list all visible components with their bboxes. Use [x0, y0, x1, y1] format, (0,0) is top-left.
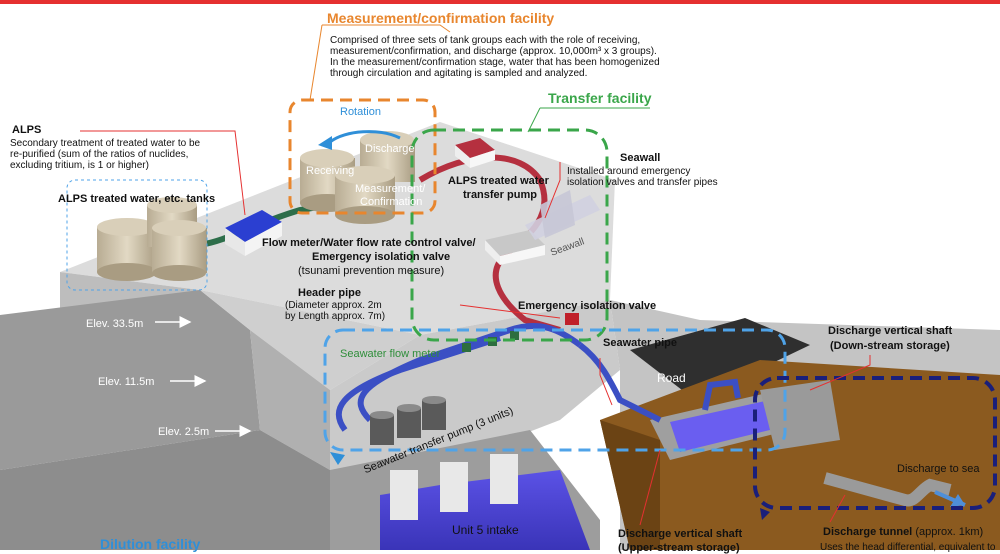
intake-water: [380, 470, 590, 550]
seawater-pipe-label: Seawater pipe: [603, 337, 677, 349]
seawater-flow-meter-label: Seawater flow meter: [340, 348, 441, 360]
transfer-callout-2: [527, 107, 541, 133]
emergency-valve-label: Emergency isolation valve: [518, 300, 657, 312]
alps-building: [225, 210, 282, 256]
tunnel-title: Discharge tunnel: [823, 526, 913, 538]
flowmeter-building: [485, 230, 545, 265]
channel-water: [670, 400, 778, 452]
measurement-callout-2: [309, 24, 323, 101]
intake-pillar-2: [440, 462, 468, 512]
receiving-tank-label: Receiving: [306, 165, 355, 177]
alps-desc-3: excluding tritium, is 1 or higher): [10, 160, 149, 171]
seawater-pipe-right: [702, 378, 741, 411]
elev-33-5: Elev. 33.5m: [86, 318, 144, 330]
dilution-pointer: [330, 452, 345, 465]
measurement-tanks: [300, 131, 415, 224]
discharge-tunnel-pipe: [823, 472, 952, 507]
transfer-title: Transfer facility: [548, 90, 652, 106]
measurement-desc-3: In the measurement/confirmation stage, w…: [330, 57, 660, 68]
alps-tanks: [97, 197, 207, 281]
down-shaft-box: [760, 380, 840, 450]
transfer-box: [410, 128, 609, 342]
terrain-upper-top: [60, 122, 615, 335]
shaft-down-title-2: (Down-stream storage): [830, 340, 950, 352]
top-red-line: [0, 0, 1000, 4]
dilution-box: [323, 328, 787, 452]
intake-pillar-1: [390, 470, 418, 520]
seawall-title: Seawall: [620, 152, 661, 164]
flowmeter-note: (tsunami prevention measure): [298, 265, 445, 277]
dilution-title: Dilution facility: [100, 536, 201, 552]
measurement-desc-1: Comprised of three sets of tank groups e…: [330, 35, 641, 46]
shaft-up-title-1: Discharge vertical shaft: [618, 528, 743, 540]
discharge-pointer: [760, 508, 770, 520]
alps-desc-1: Secondary treatment of treated water to …: [10, 138, 201, 149]
seawall-desc-1: Installed around emergency: [567, 166, 691, 177]
discharge-tank-label: Discharge: [365, 143, 415, 155]
measurement-desc-4: through circulation and agitating is sam…: [330, 68, 588, 79]
pump-label-2: transfer pump: [463, 189, 537, 201]
header-pipe-desc-2: by Length approx. 7m): [285, 311, 386, 322]
flowmeter-title-1: Flow meter/Water flow rate control valve…: [262, 237, 476, 249]
seawater-pipe-main: [578, 342, 662, 423]
discharge-to-sea-label: Discharge to sea: [897, 463, 980, 475]
road-label: Road: [657, 371, 686, 385]
rotation-arrow: [329, 130, 401, 144]
flow-meter-1: [462, 343, 471, 352]
measurement-callout: [322, 24, 451, 33]
red-leaders: [80, 130, 871, 526]
measurement-box: [288, 98, 437, 215]
measurement-desc-2: measurement/confirmation, and discharge …: [330, 46, 657, 57]
earth-face: [600, 420, 660, 550]
meas-confirm-label-2: Confirmation: [360, 196, 423, 208]
discharge-box: [753, 376, 997, 510]
terrain-slope-1: [0, 290, 260, 470]
flow-meter-3: [510, 331, 519, 340]
pump-building: [455, 138, 495, 168]
terrain-slope-2: [200, 290, 420, 390]
seawall-desc-2: isolation valves and transfer pipes: [567, 177, 718, 188]
seawater-transfer-pumps: [370, 396, 446, 445]
meas-confirm-label-1: Measurement/: [355, 183, 426, 195]
alps-desc-2: re-purified (sum of the ratios of nuclid…: [10, 149, 189, 160]
header-pipe-title: Header pipe: [298, 287, 361, 299]
tunnel-length: (approx. 1km): [915, 526, 984, 538]
alps-tank-box: [66, 179, 208, 291]
emergency-valve-box: [565, 313, 579, 325]
measurement-title: Measurement/confirmation facility: [327, 10, 555, 26]
seawall-structure-2: [540, 190, 575, 238]
seawater-pipe-2: [335, 335, 501, 432]
pump-label-1: ALPS treated water: [448, 175, 549, 187]
terrain-slope-3: [250, 330, 330, 470]
shaft-down-title-1: Discharge vertical shaft: [828, 325, 953, 337]
discharge-to-sea-arrowhead: [950, 494, 965, 507]
elev-11-5: Elev. 11.5m: [98, 376, 155, 388]
rotation-arrowhead: [318, 136, 332, 150]
unit5-intake-label: Unit 5 intake: [452, 523, 519, 537]
elevation-arrows: [155, 316, 252, 437]
rotation-label: Rotation: [340, 106, 381, 118]
seawater-pipe-1: [357, 323, 582, 423]
road-surface: [630, 318, 810, 400]
alps-title: ALPS: [12, 124, 42, 136]
alps-tanks-label: ALPS treated water, etc. tanks: [58, 193, 216, 205]
terrain-bottom-left: [0, 430, 330, 550]
elev-2-5: Elev. 2.5m: [158, 426, 210, 438]
tunnel-desc: Uses the head differential, equivalent t…: [820, 542, 996, 553]
flowmeter-title-2: Emergency isolation valve: [312, 251, 451, 263]
shaft-up-title-2: (Upper-stream storage): [618, 542, 740, 554]
intake-pillar-3: [490, 454, 518, 504]
header-pipe-desc-1: (Diameter approx. 2m: [285, 300, 382, 311]
tunnel-title-line: Discharge tunnel (approx. 1km): [823, 526, 983, 538]
